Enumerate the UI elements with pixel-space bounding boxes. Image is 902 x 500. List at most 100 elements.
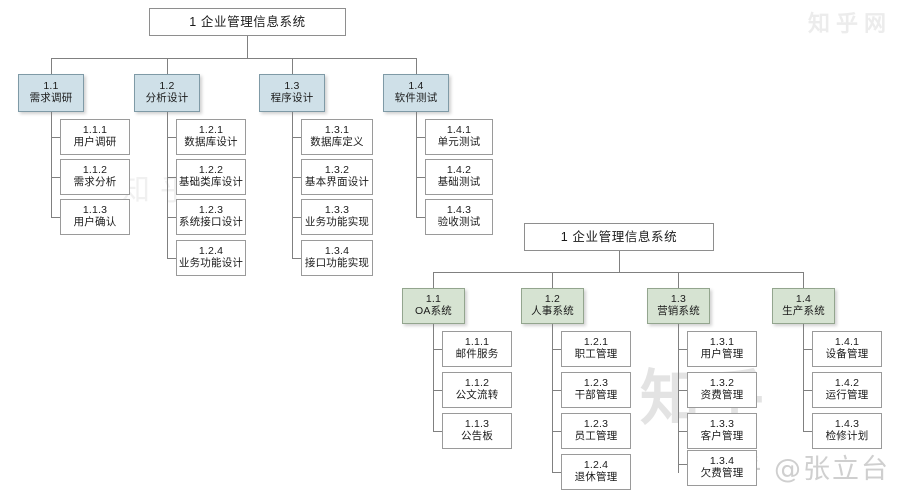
diagram1-branch-4-node[interactable]: 1.4 软件测试 xyxy=(383,74,449,112)
diagram1-root-node[interactable]: 1 企业管理信息系统 xyxy=(149,8,346,36)
diagram2-branch-1-node[interactable]: 1.1 OA系统 xyxy=(402,288,465,324)
diagram2-spine-4 xyxy=(803,324,804,432)
diagram2-branch-4-node[interactable]: 1.4 生产系统 xyxy=(772,288,835,324)
diagram1-branch-4-title: 软件测试 xyxy=(394,92,438,104)
diagram1-elbow-2-4 xyxy=(167,258,176,259)
diagram2-elbow-1-3 xyxy=(433,431,442,432)
diagram2-leaf-3-1[interactable]: 1.3.1 用户管理 xyxy=(687,331,757,367)
diagram1-elbow-3-1 xyxy=(292,137,301,138)
diagram1-leaf-4-2-title: 基础测试 xyxy=(437,176,481,188)
diagram1-leaf-1-2[interactable]: 1.1.2 需求分析 xyxy=(60,159,130,195)
diagram1-leaf-4-1-num: 1.4.1 xyxy=(446,124,472,137)
diagram2-leaf-1-3-num: 1.1.3 xyxy=(464,418,490,431)
diagram2-leaf-3-3[interactable]: 1.3.3 客户管理 xyxy=(687,413,757,449)
diagram1-leaf-4-1[interactable]: 1.4.1 单元测试 xyxy=(425,119,493,155)
diagram2-leaf-1-2[interactable]: 1.1.2 公文流转 xyxy=(442,372,512,408)
diagram2-leaf-1-2-title: 公文流转 xyxy=(455,389,499,401)
diagram2-elbow-4-1 xyxy=(803,349,812,350)
diagram1-leaf-3-3[interactable]: 1.3.3 业务功能实现 xyxy=(301,199,373,235)
diagram2-leaf-3-2-num: 1.3.2 xyxy=(709,377,735,390)
diagram2-leaf-4-3-num: 1.4.3 xyxy=(834,418,860,431)
diagram1-elbow-4-3 xyxy=(416,217,425,218)
diagram2-leaf-3-4-title: 欠费管理 xyxy=(700,467,744,479)
diagram1-elbow-3-2 xyxy=(292,177,301,178)
diagram1-leaf-3-3-num: 1.3.3 xyxy=(324,204,350,217)
diagram1-branch-1-node[interactable]: 1.1 需求调研 xyxy=(18,74,84,112)
diagram1-leaf-1-1[interactable]: 1.1.1 用户调研 xyxy=(60,119,130,155)
diagram2-root-label: 1 企业管理信息系统 xyxy=(560,230,678,244)
diagram1-elbow-4-1 xyxy=(416,137,425,138)
diagram2-leaf-4-1-num: 1.4.1 xyxy=(834,336,860,349)
diagram1-spine-2 xyxy=(167,112,168,259)
diagram2-leaf-2-2-title: 干部管理 xyxy=(574,389,618,401)
diagram1-leaf-3-4[interactable]: 1.3.4 接口功能实现 xyxy=(301,240,373,276)
diagram1-elbow-3-3 xyxy=(292,217,301,218)
diagram2-leaf-2-2-num: 1.2.3 xyxy=(583,377,609,390)
diagram2-branch-3-title: 营销系统 xyxy=(657,305,700,317)
diagram2-leaf-4-3[interactable]: 1.4.3 检修计划 xyxy=(812,413,882,449)
diagram2-leaf-4-1[interactable]: 1.4.1 设备管理 xyxy=(812,331,882,367)
diagram2-leaf-1-3[interactable]: 1.1.3 公告板 xyxy=(442,413,512,449)
diagram2-leaf-2-4-num: 1.2.4 xyxy=(583,459,609,472)
diagram1-branch-1-title: 需求调研 xyxy=(29,92,73,104)
diagram1-branch-2-node[interactable]: 1.2 分析设计 xyxy=(134,74,200,112)
diagram1-leaf-1-3-num: 1.1.3 xyxy=(82,204,108,217)
diagram2-drop-3 xyxy=(678,272,679,288)
diagram1-leaf-2-4-title: 业务功能设计 xyxy=(178,257,244,269)
diagram1-leaf-3-2-title: 基本界面设计 xyxy=(304,176,370,188)
diagram1-leaf-2-3[interactable]: 1.2.3 系统接口设计 xyxy=(176,199,246,235)
diagram1-leaf-3-4-num: 1.3.4 xyxy=(324,245,350,258)
diagram1-leaf-3-2[interactable]: 1.3.2 基本界面设计 xyxy=(301,159,373,195)
diagram2-leaf-1-1[interactable]: 1.1.1 邮件服务 xyxy=(442,331,512,367)
diagram2-branch-3-num: 1.3 xyxy=(670,293,687,306)
diagram2-leaf-2-1-title: 职工管理 xyxy=(574,348,618,360)
diagram1-elbow-2-2 xyxy=(167,177,176,178)
diagram2-elbow-2-2 xyxy=(552,390,561,391)
diagram2-leaf-2-4[interactable]: 1.2.4 退休管理 xyxy=(561,454,631,490)
diagram1-leaf-1-1-title: 用户调研 xyxy=(73,136,117,148)
diagram2-leaf-2-3-title: 员工管理 xyxy=(574,430,618,442)
diagram1-spine-1 xyxy=(51,112,52,218)
diagram1-branch-3-num: 1.3 xyxy=(284,80,300,93)
diagram2-leaf-1-3-title: 公告板 xyxy=(460,430,494,442)
diagram1-root-stem xyxy=(247,36,248,58)
diagram1-elbow-3-4 xyxy=(292,258,301,259)
diagram1-branch-1-num: 1.1 xyxy=(43,80,59,93)
diagram2-drop-1 xyxy=(433,272,434,288)
diagram1-elbow-2-3 xyxy=(167,217,176,218)
diagram1-branch-4-num: 1.4 xyxy=(408,80,424,93)
diagram2-elbow-3-1 xyxy=(678,349,687,350)
diagram2-root-node[interactable]: 1 企业管理信息系统 xyxy=(524,223,714,251)
diagram2-branch-4-num: 1.4 xyxy=(795,293,812,306)
diagram1-leaf-4-3-title: 验收测试 xyxy=(437,216,481,228)
diagram2-branch-2-node[interactable]: 1.2 人事系统 xyxy=(521,288,584,324)
diagram2-elbow-3-3 xyxy=(678,431,687,432)
diagram2-leaf-2-3[interactable]: 1.2.3 员工管理 xyxy=(561,413,631,449)
diagram1-spine-4 xyxy=(416,112,417,218)
diagram1-leaf-3-1[interactable]: 1.3.1 数据库定义 xyxy=(301,119,373,155)
diagram2-leaf-3-2[interactable]: 1.3.2 资费管理 xyxy=(687,372,757,408)
diagram1-leaf-2-1[interactable]: 1.2.1 数据库设计 xyxy=(176,119,246,155)
diagram1-leaf-4-2[interactable]: 1.4.2 基础测试 xyxy=(425,159,493,195)
diagram1-drop-2 xyxy=(167,58,168,74)
diagram1-leaf-1-3[interactable]: 1.1.3 用户确认 xyxy=(60,199,130,235)
diagram2-leaf-4-2-title: 运行管理 xyxy=(825,389,869,401)
diagram2-leaf-2-1[interactable]: 1.2.1 职工管理 xyxy=(561,331,631,367)
diagram1-leaf-3-2-num: 1.3.2 xyxy=(324,164,350,177)
diagram1-root-label: 1 企业管理信息系统 xyxy=(189,15,306,29)
diagram1-branch-3-node[interactable]: 1.3 程序设计 xyxy=(259,74,325,112)
diagram2-leaf-4-2[interactable]: 1.4.2 运行管理 xyxy=(812,372,882,408)
diagram2-leaf-2-2[interactable]: 1.2.3 干部管理 xyxy=(561,372,631,408)
diagram1-spine-3 xyxy=(292,112,293,259)
diagram1-leaf-2-1-num: 1.2.1 xyxy=(198,124,224,137)
diagram1-leaf-2-4[interactable]: 1.2.4 业务功能设计 xyxy=(176,240,246,276)
diagram2-leaf-3-4[interactable]: 1.3.4 欠费管理 xyxy=(687,450,757,486)
diagram1-leaf-2-2[interactable]: 1.2.2 基础类库设计 xyxy=(176,159,246,195)
diagram2-spine-1 xyxy=(433,324,434,432)
diagram1-leaf-4-3[interactable]: 1.4.3 验收测试 xyxy=(425,199,493,235)
diagram1-elbow-1-1 xyxy=(51,137,60,138)
diagram2-branch-3-node[interactable]: 1.3 营销系统 xyxy=(647,288,710,324)
diagram2-leaf-3-4-num: 1.3.4 xyxy=(709,455,735,468)
diagram2-leaf-2-3-num: 1.2.3 xyxy=(583,418,609,431)
diagram2-branch-1-num: 1.1 xyxy=(425,293,442,306)
